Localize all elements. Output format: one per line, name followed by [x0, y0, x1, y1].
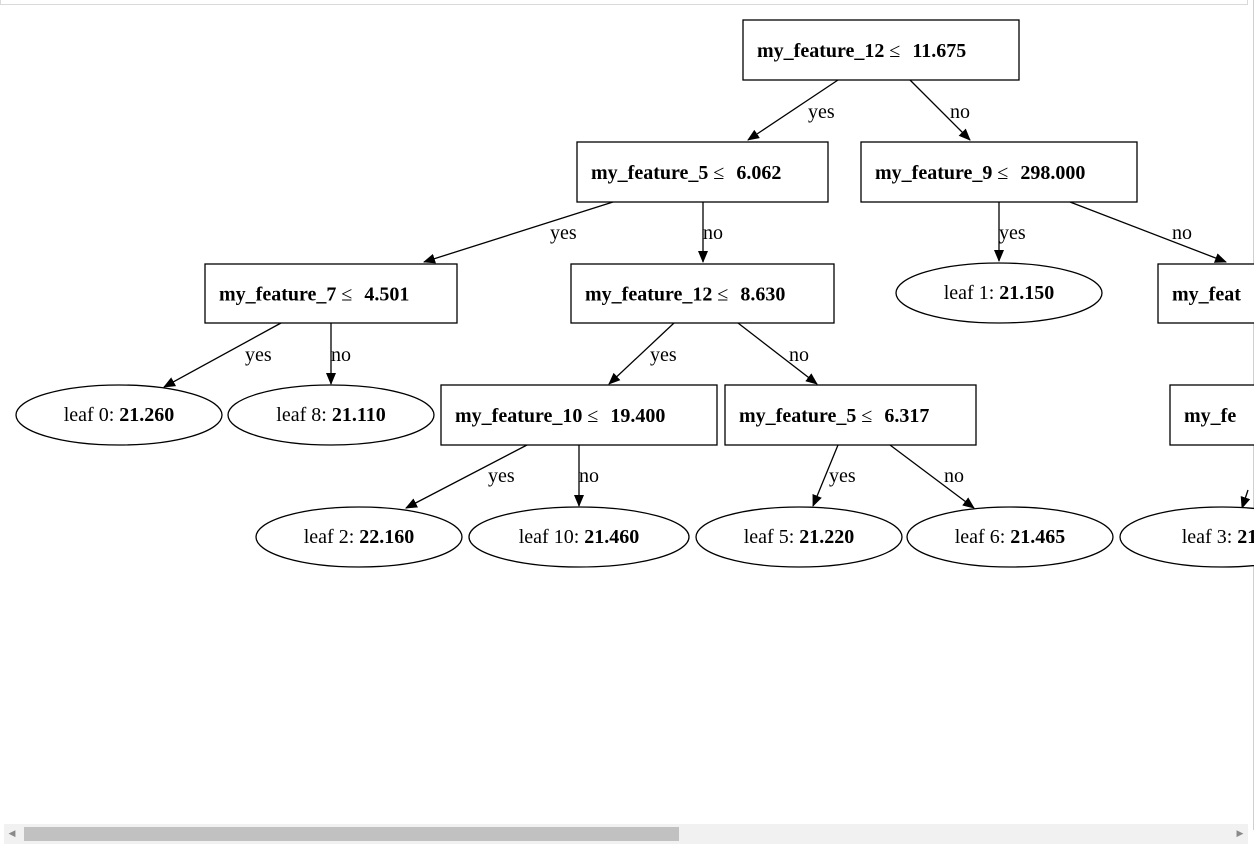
edge-n3-l0	[163, 322, 282, 388]
leaf-node-l0: leaf 0:21.260	[15, 384, 223, 446]
edge-n4-n6	[737, 322, 818, 385]
edge-label-n4-n5: yes	[650, 344, 677, 366]
leaf-node-ellipse	[895, 262, 1103, 324]
edge-label-n3-l8: no	[331, 344, 351, 366]
edge-label-n5-l2: yes	[488, 465, 515, 487]
edge-label-n2-l1: yes	[999, 222, 1026, 244]
split-node-label: my_feature_7≤4.501	[219, 284, 409, 306]
split-node-label: my_feature_5≤6.062	[591, 162, 781, 184]
edge-n6-l5	[812, 444, 839, 507]
leaf-node-l3: leaf 3:21.	[1119, 506, 1254, 568]
edge-n0-n2	[909, 79, 971, 141]
leaf-node-ellipse	[906, 506, 1114, 568]
leaf-node-label: leaf 10:21.460	[519, 526, 640, 548]
split-node-box	[576, 141, 829, 203]
edge-label-n5-l10: no	[579, 465, 599, 487]
leaf-node-ellipse	[695, 506, 903, 568]
split-node-label: my_feature_10≤19.400	[455, 405, 665, 427]
edge-n0-n1	[747, 79, 839, 141]
decision-tree-diagram: yes no yes no yes no yes no yes no yes no yes no my_fe…	[15, 19, 1254, 568]
split-node-box	[724, 384, 977, 446]
split-node-n5: my_feature_10≤19.400	[440, 384, 718, 446]
split-node-n1: my_feature_5≤6.062	[576, 141, 829, 203]
leaf-node-l1: leaf 1:21.150	[895, 262, 1103, 324]
leaf-node-label: leaf 3:21.	[1182, 526, 1254, 548]
leaf-node-ellipse	[227, 384, 435, 446]
split-node-label: my_fe	[1184, 405, 1236, 427]
split-node-n2: my_feature_9≤298.000	[860, 141, 1138, 203]
scrollbar-thumb[interactable]	[24, 827, 679, 841]
leaf-node-ellipse	[468, 506, 690, 568]
split-node-n6: my_feature_5≤6.317	[724, 384, 977, 446]
edge-label-n2-n7: no	[1172, 222, 1192, 244]
edge-label-n1-n4: no	[703, 222, 723, 244]
edge-n6-l6	[889, 444, 975, 509]
leaf-node-label: leaf 6:21.465	[955, 526, 1066, 548]
split-node-box	[742, 19, 1020, 81]
edge-label-n0-n2: no	[950, 101, 970, 123]
leaf-node-ellipse	[255, 506, 463, 568]
top-frame-border	[0, 0, 1248, 5]
leaf-node-label: leaf 1:21.150	[944, 282, 1055, 304]
split-node-n8: my_fe	[1169, 384, 1254, 446]
leaf-node-l10: leaf 10:21.460	[468, 506, 690, 568]
leaf-node-ellipse	[15, 384, 223, 446]
edge-n5-l2	[405, 444, 528, 509]
split-node-n3: my_feature_7≤4.501	[204, 263, 458, 324]
arrow-left-icon[interactable]: ◀	[8, 829, 16, 839]
leaf-node-l8: leaf 8:21.110	[227, 384, 435, 446]
split-node-label: my_feature_12≤8.630	[585, 284, 785, 306]
leaf-node-label: leaf 0:21.260	[64, 404, 175, 426]
edge-label-n1-n3: yes	[550, 222, 577, 244]
split-node-box	[860, 141, 1138, 203]
split-node-n0: my_feature_12≤11.675	[742, 19, 1020, 81]
split-node-label: my_feat	[1172, 284, 1241, 306]
split-node-box	[440, 384, 718, 446]
split-node-label: my_feature_9≤298.000	[875, 162, 1085, 184]
split-node-box	[1157, 263, 1254, 324]
split-node-label: my_feature_5≤6.317	[739, 405, 929, 427]
split-node-n7: my_feat	[1157, 263, 1254, 324]
split-node-box	[204, 263, 458, 324]
arrow-right-icon[interactable]: ▶	[1236, 829, 1244, 839]
split-node-box	[570, 263, 835, 324]
edge-label-n4-n6: no	[789, 344, 809, 366]
leaf-node-label: leaf 8:21.110	[276, 404, 385, 426]
edge-label-n6-l6: no	[944, 465, 964, 487]
edge-label-n6-l5: yes	[829, 465, 856, 487]
leaf-node-ellipse	[1119, 506, 1254, 568]
leaf-node-l2: leaf 2:22.160	[255, 506, 463, 568]
edge-label-n0-n1: yes	[808, 101, 835, 123]
split-node-box	[1169, 384, 1254, 446]
split-node-n4: my_feature_12≤8.630	[570, 263, 835, 324]
edge-n2-n7	[1069, 201, 1227, 263]
leaf-node-l6: leaf 6:21.465	[906, 506, 1114, 568]
edge-n1-n3	[423, 201, 614, 264]
horizontal-scrollbar[interactable]: ◀ ▶	[4, 824, 1248, 844]
edge-label-n3-l0: yes	[245, 344, 272, 366]
leaf-node-label: leaf 5:21.220	[744, 526, 855, 548]
edge-n4-n5	[608, 322, 675, 385]
split-node-label: my_feature_12≤11.675	[757, 40, 966, 62]
leaf-node-label: leaf 2:22.160	[304, 526, 415, 548]
edge-n8-l3	[1240, 489, 1251, 509]
leaf-node-l5: leaf 5:21.220	[695, 506, 903, 568]
